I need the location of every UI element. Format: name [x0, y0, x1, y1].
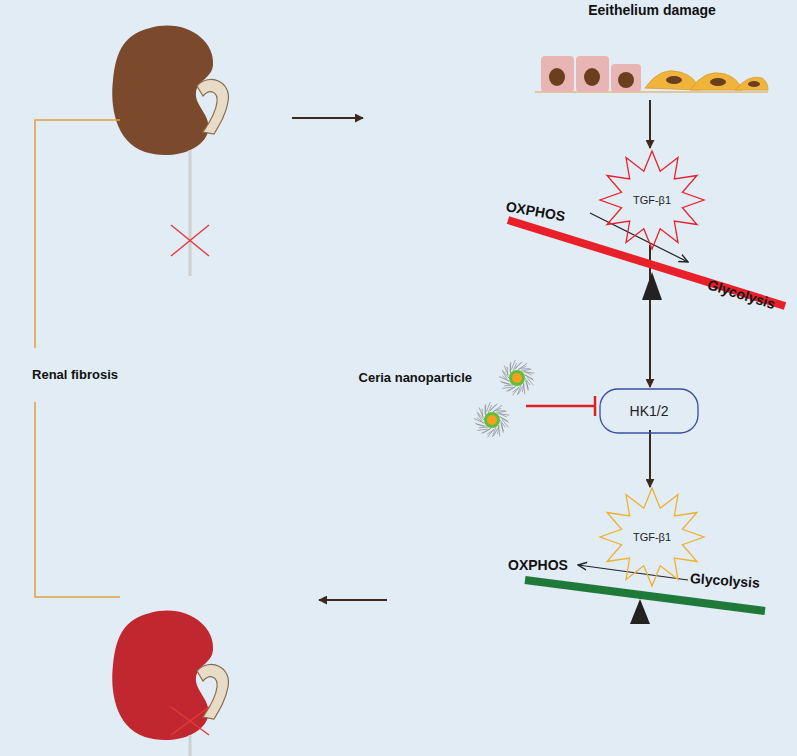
process-label: Glycolysis [689, 570, 760, 591]
kidney-repaired [112, 611, 228, 756]
fulcrum [630, 599, 650, 624]
inhibition-line [526, 405, 594, 408]
kidney-fibrotic [112, 26, 228, 276]
shift-arrow [578, 565, 688, 580]
node-text: HK1/2 [630, 403, 669, 419]
bracket [35, 402, 120, 597]
bracket-label: Renal fibrosis [32, 367, 118, 382]
process-label: Ceria nanoparticle [359, 370, 472, 385]
cytokine-star: TGF-β1 [600, 488, 704, 586]
process-label: OXPHOS [508, 557, 568, 573]
flow-arrow [649, 430, 651, 487]
node-text: TGF-β1 [633, 531, 671, 543]
inhibition-bar [594, 396, 597, 416]
enzyme-box: HK1/2 [599, 388, 699, 434]
fulcrum [642, 272, 662, 300]
cytokine-star: TGF-β1 [600, 151, 704, 249]
shift-arrow [590, 213, 688, 262]
bracket [35, 120, 120, 348]
process-label: Glycolysis [706, 276, 778, 312]
flow-arrow [319, 599, 387, 601]
section-heading: Eeithelium damage [588, 2, 716, 18]
flow-arrow [649, 100, 651, 148]
node-text: TGF-β1 [633, 194, 671, 206]
nanoparticle [474, 402, 509, 437]
epithelium-cells [535, 56, 768, 92]
flow-arrow [292, 117, 363, 119]
nanoparticle [499, 360, 534, 395]
